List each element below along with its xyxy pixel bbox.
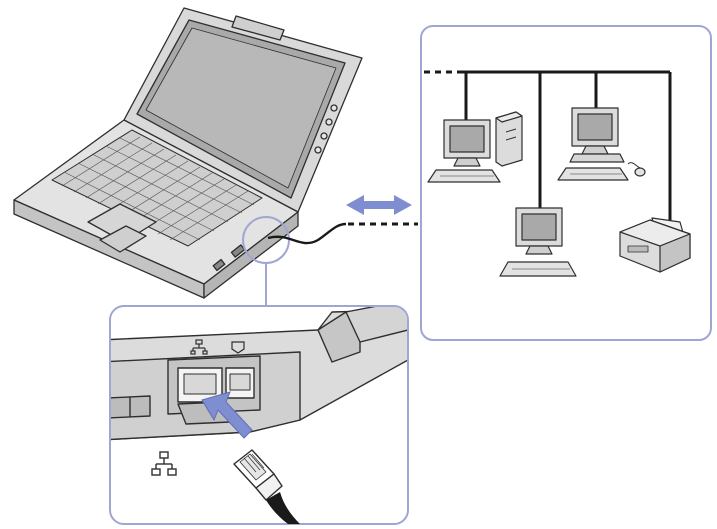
lid-button-icon [330, 104, 338, 112]
lid-button-icon [325, 118, 333, 126]
network-printer [619, 217, 691, 273]
laptop-lid-latch [231, 15, 285, 41]
laptop-side-port [230, 244, 246, 258]
network-desktop-pc [499, 207, 577, 277]
monitor-screen [577, 113, 613, 141]
lan-cable-closeup [266, 492, 300, 524]
bidirectional-arrow-icon [346, 195, 412, 215]
network-backbone [424, 70, 672, 222]
phone-jack-icon [231, 341, 245, 354]
rj45-plug [233, 449, 283, 501]
port-detail-panel [109, 305, 409, 525]
monitor-screen [521, 213, 557, 241]
insert-arrow-icon [201, 391, 253, 439]
lan-cable [267, 222, 347, 245]
network-icon [190, 339, 208, 355]
mouse-icon [634, 167, 646, 177]
network-desktop-pc [557, 107, 646, 181]
laptop-illustration [13, 7, 363, 299]
card-slot [111, 395, 151, 419]
network-desktop-pc [427, 111, 523, 183]
laptop-side-port [212, 258, 226, 272]
lid-button-icon [314, 146, 322, 154]
lan-symbol-icon [151, 451, 177, 476]
monitor-screen [449, 125, 485, 153]
lid-button-icon [320, 132, 328, 140]
